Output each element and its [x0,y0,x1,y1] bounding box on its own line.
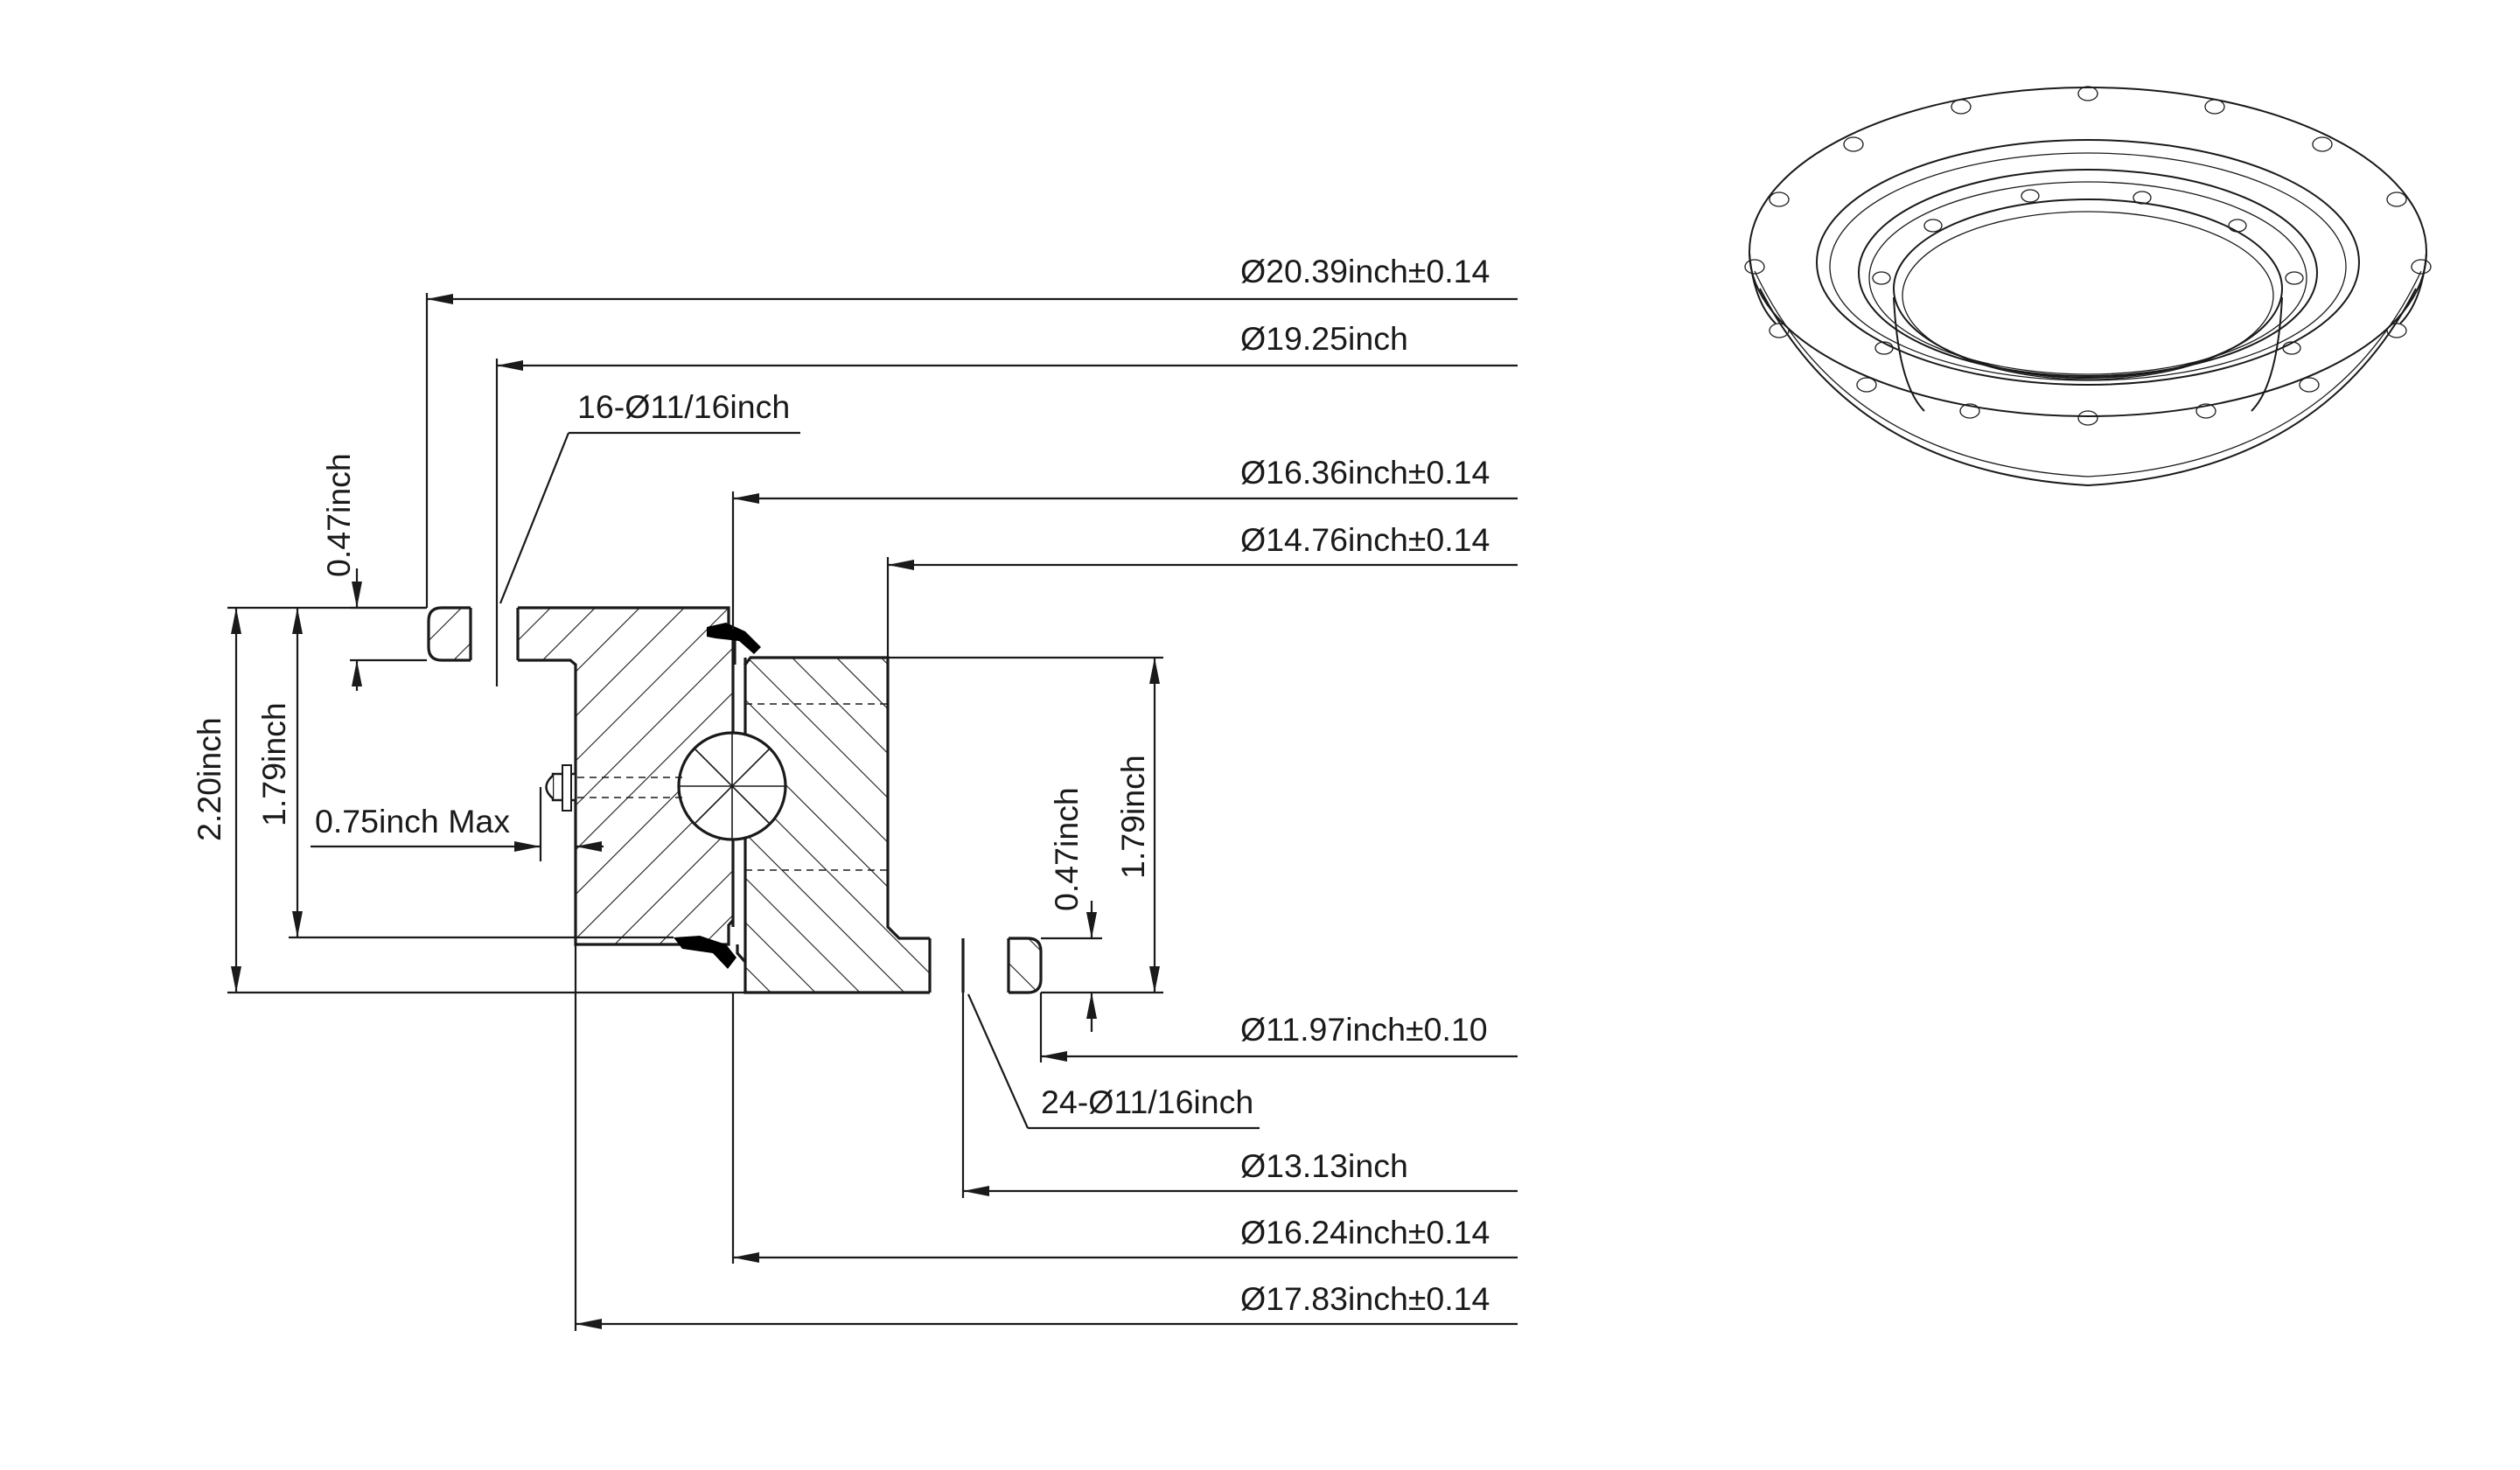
label-h-1-79-left: 1.79inch [255,702,292,826]
inner-bolt-holes [1872,189,2304,355]
label-d-20-39: Ø20.39inch±0.14 [1240,253,1490,289]
outer-bolt-holes [1744,86,2432,426]
label-max-0-75: 0.75inch Max [315,803,510,840]
flange-hole-left [471,606,518,662]
inner-ring-section [736,656,1043,994]
label-holes-24: 24-Ø11/16inch [1041,1083,1253,1120]
dimension-labels: Ø20.39inch±0.14 Ø19.25inch 16-Ø11/16inch… [191,253,1490,1317]
label-d-11-97: Ø11.97inch±0.10 [1240,1011,1488,1048]
label-d-14-76: Ø14.76inch±0.14 [1240,521,1490,558]
label-d-16-24: Ø16.24inch±0.14 [1240,1214,1490,1251]
label-h-0-47-left: 0.47inch [320,453,357,577]
label-h-2-20: 2.20inch [191,717,227,841]
label-d-17-83: Ø17.83inch±0.14 [1240,1280,1490,1317]
dimension-lines [227,293,1518,1331]
cross-section [427,606,1043,994]
label-d-16-36: Ø16.36inch±0.14 [1240,454,1490,491]
outer-ring-section [427,606,736,946]
label-d-19-25: Ø19.25inch [1240,320,1408,357]
label-holes-16: 16-Ø11/16inch [577,388,790,425]
seal-top [707,623,761,654]
label-h-0-47-right: 0.47inch [1048,787,1085,911]
label-h-1-79-right: 1.79inch [1114,755,1151,879]
seal-bottom [674,936,736,969]
flange-hole-right [930,937,1009,994]
grease-nipple [545,764,577,812]
label-d-13-13: Ø13.13inch [1240,1147,1408,1184]
bearing-perspective-view [1744,86,2432,487]
